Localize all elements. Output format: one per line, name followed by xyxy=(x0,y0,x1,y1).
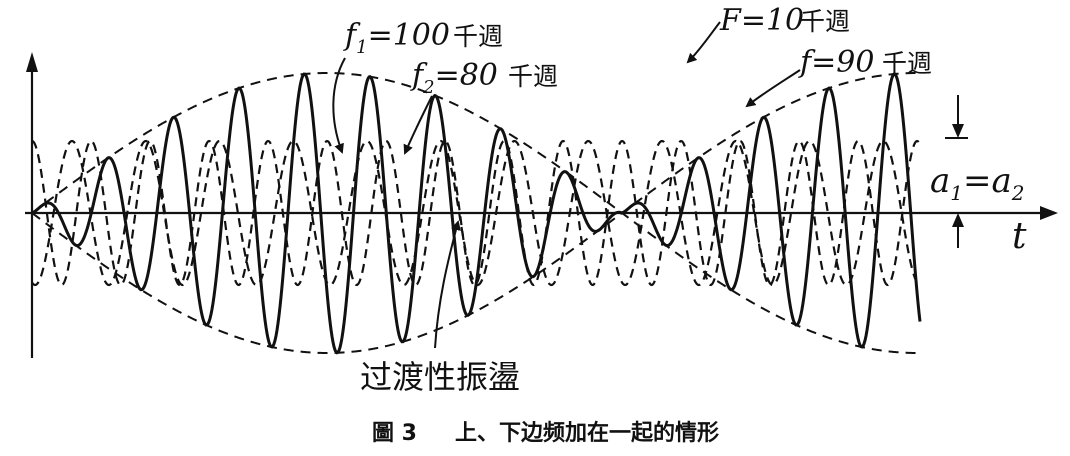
figure-caption-text: 上、下边频加在一起的情形 xyxy=(455,420,719,446)
arrow-transient xyxy=(434,220,461,349)
arrow-F xyxy=(686,21,721,64)
svg-text:f2=80: f2=80 xyxy=(410,58,498,98)
label-f: f=90 千週 xyxy=(798,45,932,80)
arrow-f1 xyxy=(332,57,346,154)
label-f2: f2=80 千週 xyxy=(410,58,558,98)
label-t-axis: t xyxy=(1012,216,1027,257)
time-axis-arrow xyxy=(1040,206,1058,220)
figure-caption: 圖 3 上、下边频加在一起的情形 xyxy=(372,420,719,446)
amplitude-axis-arrow xyxy=(26,52,38,72)
wave-sum-solid xyxy=(31,72,922,355)
wave-f1-dashed xyxy=(31,139,921,287)
svg-text:千週: 千週 xyxy=(508,62,558,91)
svg-text:F=10: F=10 xyxy=(719,3,804,38)
arrow-f2 xyxy=(403,95,433,155)
envelope-top-dashed xyxy=(31,72,921,215)
svg-text:千週: 千週 xyxy=(800,7,850,36)
label-F: F=10 千週 xyxy=(719,3,850,38)
wave-f2-dashed xyxy=(31,139,921,287)
label-f1: f1=100 千週 xyxy=(343,18,503,58)
amplitude-marker xyxy=(945,95,968,248)
svg-text:千週: 千週 xyxy=(453,22,503,51)
waveforms xyxy=(31,72,922,355)
envelope-bottom-dashed xyxy=(31,211,921,354)
label-a1-eq-a2: a1=a2 xyxy=(930,161,1025,205)
label-transient: 过渡性振盪 xyxy=(360,358,520,396)
svg-text:千週: 千週 xyxy=(882,49,932,78)
figure-number: 圖 3 xyxy=(372,421,417,446)
arrow-f xyxy=(745,69,801,108)
svg-text:f=90: f=90 xyxy=(798,45,874,80)
svg-text:f1=100: f1=100 xyxy=(343,18,450,58)
